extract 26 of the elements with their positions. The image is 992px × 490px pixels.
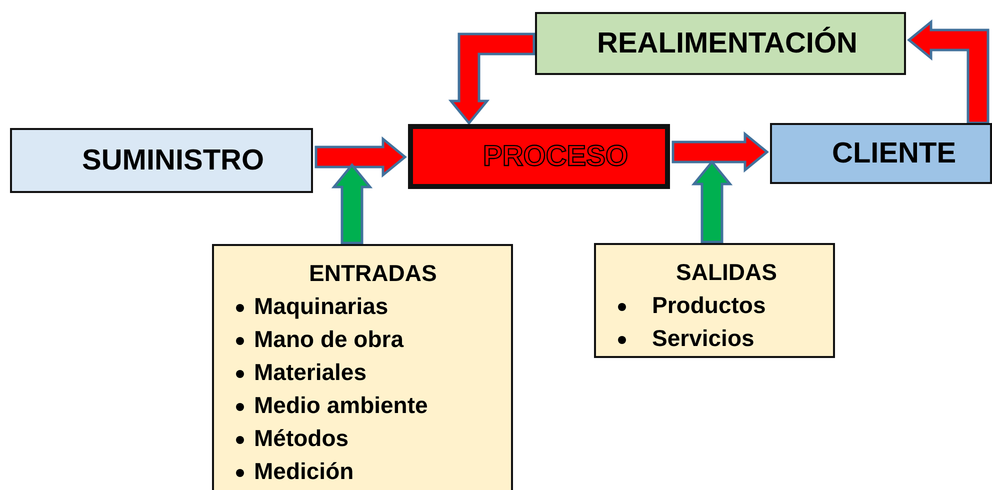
feedback-box — [535, 12, 906, 75]
process-box — [408, 124, 670, 189]
list-heading: ENTRADAS — [309, 260, 437, 287]
list-item: Materiales — [254, 359, 367, 386]
list-item: Mano de obra — [254, 326, 404, 353]
block-arrow — [907, 19, 990, 124]
box-title: CLIENTE — [832, 137, 956, 170]
list-item: Productos — [652, 292, 766, 319]
list-item: Medio ambiente — [254, 392, 428, 419]
outlined-title: PROCESO — [483, 140, 628, 173]
client-box — [770, 123, 992, 184]
block-arrow — [691, 160, 733, 244]
box-title: SUMINISTRO — [82, 144, 264, 177]
inputs-box — [212, 244, 513, 490]
outputs-box — [594, 243, 835, 358]
block-arrow — [448, 32, 536, 125]
block-arrow — [314, 136, 407, 178]
list-item: Medición — [254, 458, 354, 485]
block-arrow — [672, 131, 769, 173]
list-item: Servicios — [652, 325, 754, 352]
list-item: Maquinarias — [254, 293, 388, 320]
block-arrow — [331, 163, 373, 244]
box-title: REALIMENTACIÓN — [597, 27, 858, 60]
supply-box — [10, 128, 313, 193]
list-item: Métodos — [254, 425, 349, 452]
list-heading: SALIDAS — [676, 259, 777, 286]
